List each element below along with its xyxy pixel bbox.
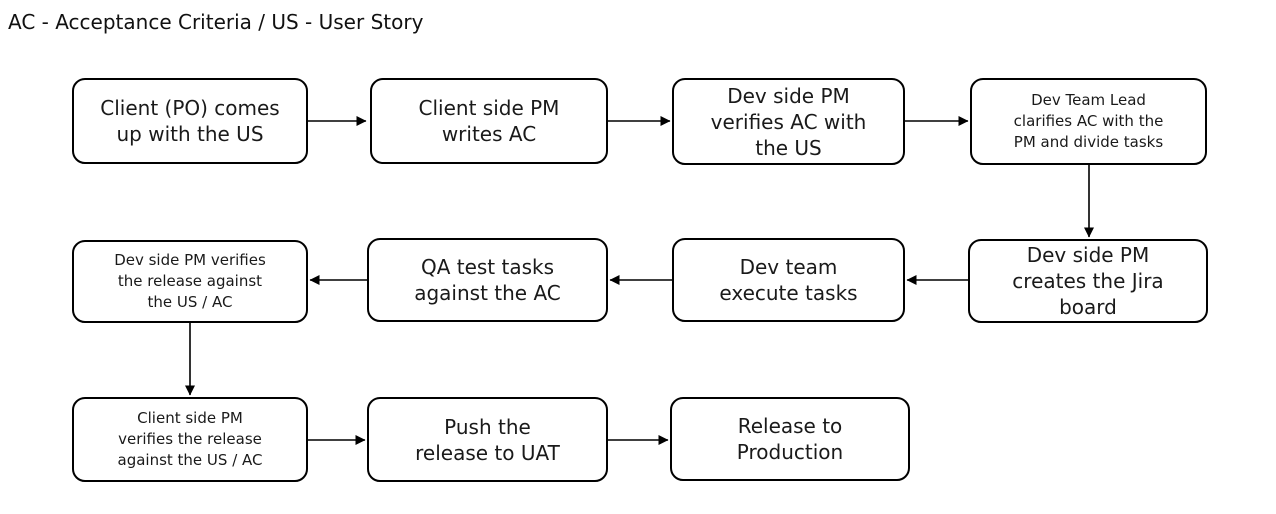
node-client-po-comes-up-with-us: Client (PO) comes up with the US <box>72 78 308 164</box>
node-dev-side-pm-creates-jira-board: Dev side PM creates the Jira board <box>968 239 1208 323</box>
node-label: QA test tasks against the AC <box>414 255 561 305</box>
node-label: Client side PM verifies the release agai… <box>117 409 263 469</box>
node-dev-team-lead-clarifies-ac: Dev Team Lead clarifies AC with the PM a… <box>970 78 1207 165</box>
diagram-title: AC - Acceptance Criteria / US - User Sto… <box>8 10 424 34</box>
node-dev-side-pm-verifies-release: Dev side PM verifies the release against… <box>72 240 308 323</box>
node-label: Dev side PM verifies AC with the US <box>710 83 867 160</box>
node-dev-team-execute-tasks: Dev team execute tasks <box>672 238 905 322</box>
node-client-side-pm-writes-ac: Client side PM writes AC <box>370 78 608 164</box>
node-label: Dev Team Lead clarifies AC with the PM a… <box>1013 91 1164 151</box>
node-label: Dev team execute tasks <box>719 255 858 305</box>
node-label: Dev side PM verifies the release against… <box>114 251 266 311</box>
node-label: Dev side PM creates the Jira board <box>1012 243 1164 319</box>
node-push-release-to-uat: Push the release to UAT <box>367 397 608 482</box>
node-label: Client (PO) comes up with the US <box>100 96 280 146</box>
node-qa-test-tasks-against-ac: QA test tasks against the AC <box>367 238 608 322</box>
node-client-side-pm-verifies-release: Client side PM verifies the release agai… <box>72 397 308 482</box>
node-label: Client side PM writes AC <box>418 96 560 146</box>
node-label: Push the release to UAT <box>415 414 560 465</box>
node-label: Release to Production <box>736 414 844 464</box>
node-dev-side-pm-verifies-ac: Dev side PM verifies AC with the US <box>672 78 905 165</box>
node-release-to-production: Release to Production <box>670 397 910 481</box>
